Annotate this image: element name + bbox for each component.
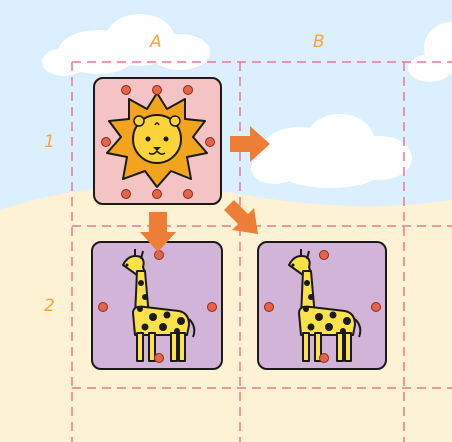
cloud-icon — [408, 22, 452, 82]
lion-icon — [106, 92, 208, 188]
connection-dot — [319, 250, 329, 260]
arrow-right-icon — [230, 126, 270, 162]
column-label-a: A — [150, 32, 162, 52]
connection-dot — [121, 85, 131, 95]
connection-dot — [205, 137, 215, 147]
cloud-icon — [42, 14, 210, 76]
connection-dot — [154, 353, 164, 363]
connection-dot — [371, 302, 381, 312]
giraffe-icon — [288, 249, 362, 362]
dashed-grid — [71, 61, 452, 442]
row-label-1: 1 — [44, 132, 55, 152]
connection-dot — [264, 302, 274, 312]
column-label-b: B — [313, 32, 325, 52]
connection-dot — [183, 189, 193, 199]
connection-dot — [319, 353, 329, 363]
card-a1-lion[interactable] — [93, 77, 222, 205]
connection-dot — [183, 85, 193, 95]
connection-dot — [152, 85, 162, 95]
giraffe-icon — [122, 249, 196, 362]
card-b2-giraffe[interactable] — [257, 241, 387, 370]
row-label-2: 2 — [44, 296, 55, 316]
card-a2-giraffe[interactable] — [91, 241, 223, 370]
connection-dot — [121, 189, 131, 199]
connection-dot — [101, 137, 111, 147]
connection-dot — [207, 302, 217, 312]
connection-dot — [152, 189, 162, 199]
arrow-diagonal-icon — [224, 200, 258, 234]
arrow-down-icon — [140, 212, 176, 252]
connection-dot — [98, 302, 108, 312]
cloud-icon — [251, 114, 412, 188]
